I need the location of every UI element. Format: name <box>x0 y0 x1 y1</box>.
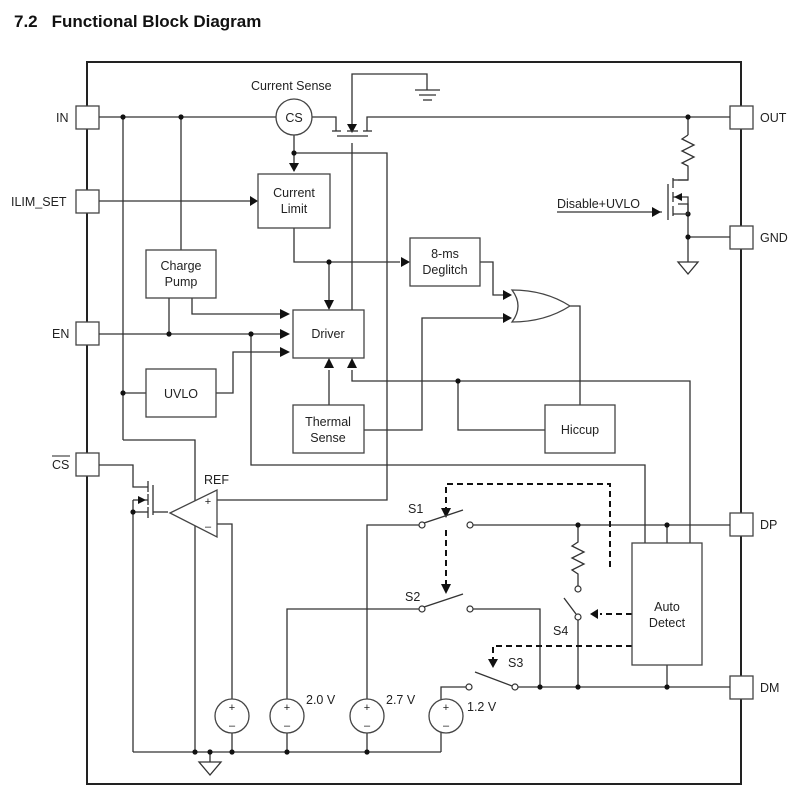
arrowheads <box>250 124 661 668</box>
minus-sign: – <box>443 720 450 732</box>
auto-detect-label-2: Detect <box>649 616 686 630</box>
pin-in-label: IN <box>56 111 69 125</box>
svg-text:+: + <box>205 496 211 508</box>
pin-dp: DP <box>729 512 777 537</box>
voltage-1v2-label: 1.2 V <box>467 700 497 714</box>
pin-ilim-set-label: ILIM_SET <box>11 195 67 209</box>
pin-cs-bar: CS <box>52 452 100 477</box>
pin-en: EN <box>52 321 100 346</box>
voltage-2v0-label: 2.0 V <box>306 693 336 707</box>
plus-sign: + <box>284 702 290 714</box>
pulldown-mosfet-icon <box>667 178 689 220</box>
plus-sign: + <box>364 702 370 714</box>
current-limit-label-2: Limit <box>281 202 308 216</box>
thermal-sense-block: Thermal Sense <box>292 404 365 454</box>
switch-s2: S2 <box>405 590 474 613</box>
pin-dm: DM <box>729 675 779 700</box>
cs-sensor: CS <box>275 98 313 136</box>
thermal-sense-label-2: Sense <box>310 431 345 445</box>
section-heading: 7.2 Functional Block Diagram <box>14 12 261 32</box>
pin-out-label: OUT <box>760 111 787 125</box>
pin-out: OUT <box>729 105 787 130</box>
switch-s4-label: S4 <box>553 624 568 638</box>
switch-s1-label: S1 <box>408 502 423 516</box>
section-title: Functional Block Diagram <box>51 12 262 31</box>
uvlo-block: UVLO <box>145 368 217 418</box>
auto-detect-block: Auto Detect <box>631 542 703 666</box>
pin-dm-label: DM <box>760 681 779 695</box>
voltage-2v7-label: 2.7 V <box>386 693 416 707</box>
plus-sign: + <box>443 702 449 714</box>
switch-s3-label: S3 <box>508 656 523 670</box>
ref-label: REF <box>204 473 229 487</box>
driver-block: Driver <box>292 309 365 359</box>
deglitch-block: 8-ms Deglitch <box>409 237 481 287</box>
pin-dp-label: DP <box>760 518 777 532</box>
ground-triangle-icon <box>676 261 700 276</box>
auto-detect-label-1: Auto <box>654 600 680 614</box>
switch-s1: S1 <box>408 502 474 529</box>
ground-triangle-icon <box>197 761 223 777</box>
charge-pump-label-1: Charge <box>161 259 202 273</box>
voltage-source-2v0: + – 2.0 V <box>269 693 336 734</box>
disable-uvlo-label: Disable+UVLO <box>557 197 640 211</box>
minus-sign: – <box>284 720 291 732</box>
plus-sign: + <box>229 702 235 714</box>
uvlo-label: UVLO <box>164 387 198 401</box>
switch-s3: S3 <box>465 656 523 691</box>
pin-in: IN <box>56 105 100 130</box>
pin-ilim-set: ILIM_SET <box>11 189 100 214</box>
pin-cs-bar-label: CS <box>52 458 69 472</box>
control-lines <box>445 483 632 660</box>
current-sense-label: Current Sense <box>251 79 332 93</box>
switch-s4: S4 <box>553 585 582 638</box>
voltage-source-2v7: + – 2.7 V <box>349 693 416 734</box>
charge-pump-label-2: Pump <box>165 275 198 289</box>
hiccup-block: Hiccup <box>544 404 616 454</box>
pin-en-label: EN <box>52 327 69 341</box>
voltage-source-1v2: + – 1.2 V <box>428 698 497 734</box>
current-limit-label-1: Current <box>273 186 315 200</box>
charge-pump-block: Charge Pump <box>145 249 217 299</box>
ground-icon <box>415 89 440 101</box>
section-number: 7.2 <box>14 12 38 31</box>
deglitch-label-1: 8-ms <box>431 247 459 261</box>
thermal-sense-label-1: Thermal <box>305 415 351 429</box>
chip-outline <box>86 61 742 785</box>
hiccup-label: Hiccup <box>561 423 599 437</box>
voltage-source-ref: + – <box>214 698 250 734</box>
current-limit-block: Current Limit <box>257 173 331 229</box>
deglitch-label-2: Deglitch <box>422 263 467 277</box>
junctions <box>120 114 691 755</box>
minus-sign: – <box>364 720 371 732</box>
cs-sensor-label: CS <box>285 111 302 125</box>
switch-s2-label: S2 <box>405 590 420 604</box>
or-gate <box>510 289 572 323</box>
ref-comparator: + – <box>168 488 218 539</box>
pin-gnd: GND <box>729 225 788 250</box>
svg-text:–: – <box>205 521 212 533</box>
minus-sign: – <box>229 720 236 732</box>
pass-mosfet-icon <box>332 130 372 137</box>
cs-mosfet-icon <box>133 481 154 518</box>
driver-label: Driver <box>311 327 344 341</box>
pin-gnd-label: GND <box>760 231 788 245</box>
